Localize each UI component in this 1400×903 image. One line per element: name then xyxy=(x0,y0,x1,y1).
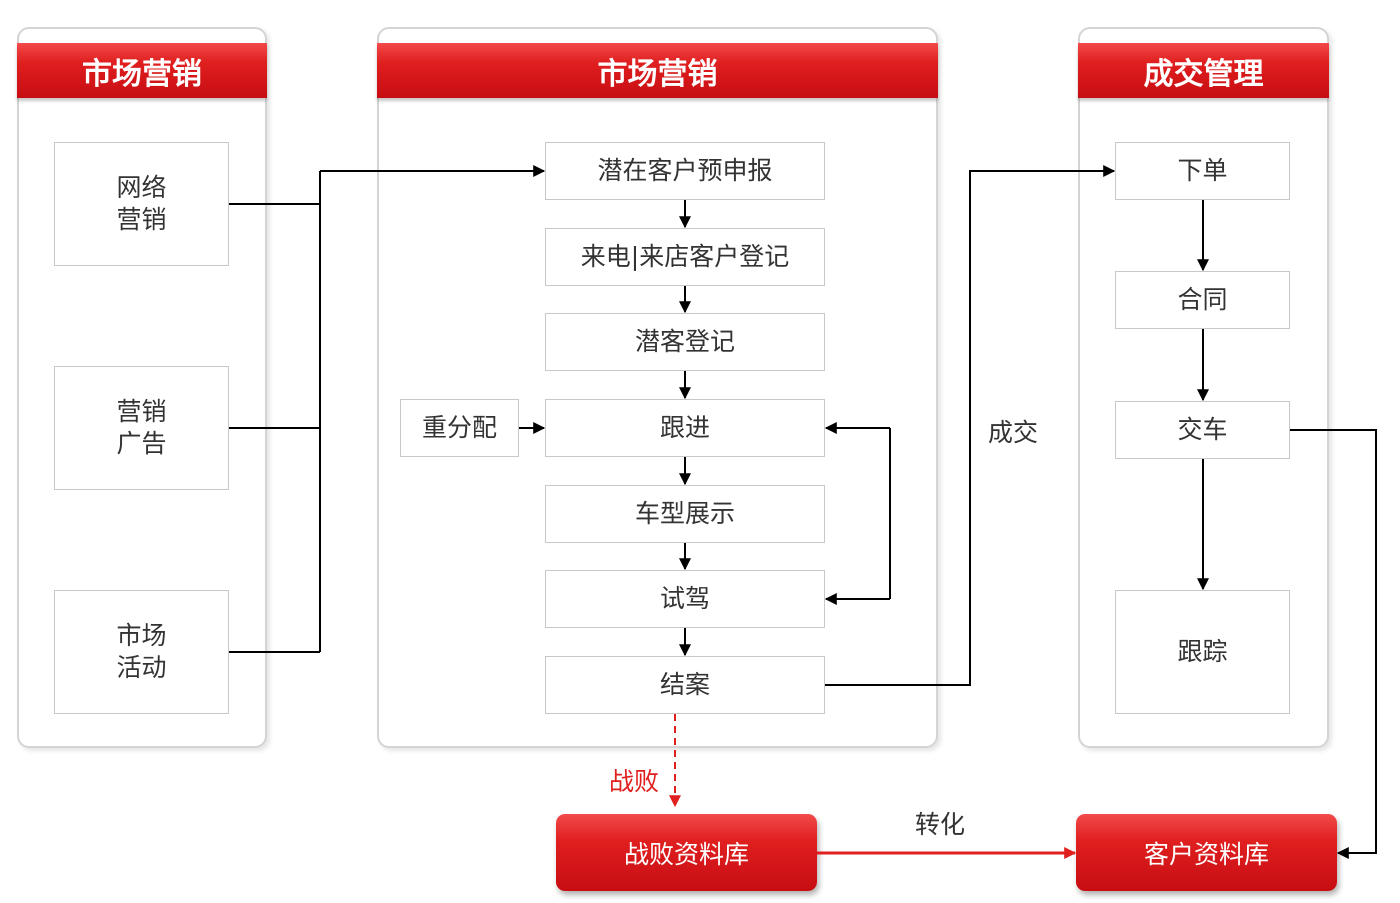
panel-title-market-left: 市场营销 xyxy=(17,43,267,98)
node-reassign: 重分配 xyxy=(400,399,519,457)
edge-label-deal: 成交 xyxy=(988,418,1039,447)
db-customer-records: 客户资料库 xyxy=(1076,814,1337,891)
node-contract: 合同 xyxy=(1115,271,1290,329)
edge-label-convert: 转化 xyxy=(915,810,966,839)
node-model-showcase: 车型展示 xyxy=(545,485,825,543)
panel-title-market-middle: 市场营销 xyxy=(377,43,938,98)
node-market-events: 市场活动 xyxy=(54,590,229,714)
db-lost-records: 战败资料库 xyxy=(556,814,817,891)
node-test-drive: 试驾 xyxy=(545,570,825,628)
node-tracking: 跟踪 xyxy=(1115,590,1290,714)
panel-title-deal-management: 成交管理 xyxy=(1078,43,1329,98)
node-online-marketing: 网络营销 xyxy=(54,142,229,266)
node-place-order: 下单 xyxy=(1115,142,1290,200)
node-text-line: 活动 xyxy=(116,653,167,682)
node-text-line: 网络 xyxy=(116,173,167,202)
node-prospect-pre-report: 潜在客户预申报 xyxy=(545,142,825,200)
edge-label-lost: 战败 xyxy=(609,767,660,796)
node-visit-register: 来电|来店客户登记 xyxy=(545,228,825,286)
node-delivery: 交车 xyxy=(1115,401,1290,459)
node-text-line: 营销 xyxy=(116,397,167,426)
node-text-line: 营销 xyxy=(116,205,167,234)
node-prospect-register: 潜客登记 xyxy=(545,313,825,371)
node-close-case: 结案 xyxy=(545,656,825,714)
edge-delivery-to-customer-db xyxy=(1290,429,1377,859)
edge-close-to-order xyxy=(825,165,1116,686)
node-text-line: 广告 xyxy=(116,429,167,458)
node-text-line: 市场 xyxy=(116,621,167,650)
node-marketing-ads: 营销广告 xyxy=(54,366,229,490)
node-follow-up: 跟进 xyxy=(545,399,825,457)
